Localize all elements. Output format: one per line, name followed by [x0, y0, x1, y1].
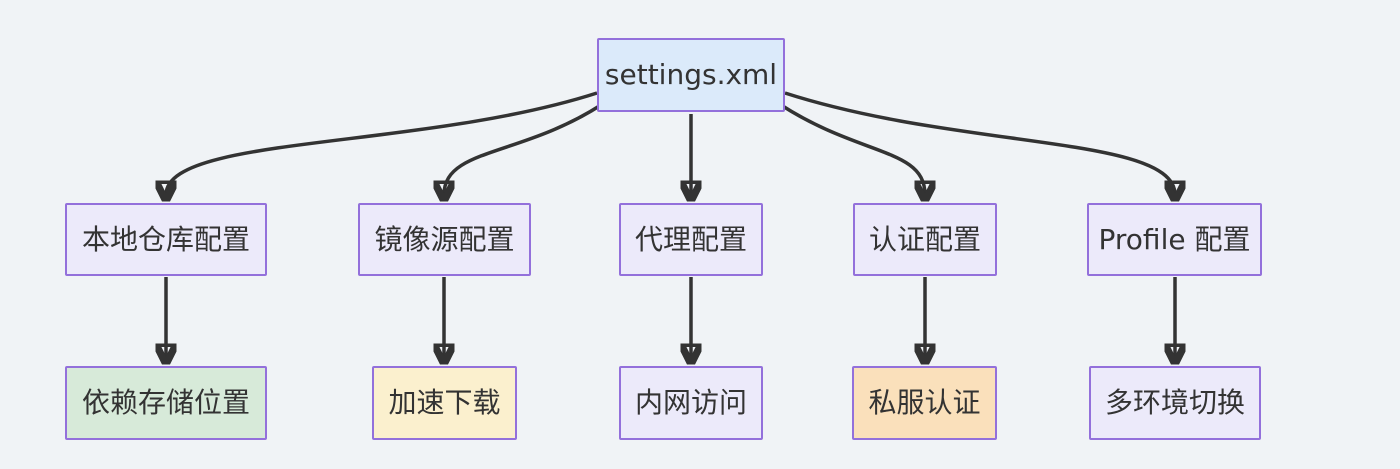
node-label: 加速下载 [388, 386, 501, 420]
node-label: 私服认证 [868, 386, 981, 420]
node-label: 镜像源配置 [374, 222, 515, 256]
edge-root-to-profile [784, 91, 1175, 195]
edge-root-to-mirror [444, 103, 602, 195]
node-purpose-multi-env-switch: 多环境切换 [1089, 366, 1261, 440]
node-label: 本地仓库配置 [81, 222, 250, 256]
node-label: 依赖存储位置 [81, 386, 250, 420]
node-label: 认证配置 [868, 222, 981, 256]
edge-root-to-auth [780, 103, 925, 195]
node-purpose-intranet-access: 内网访问 [619, 366, 763, 440]
node-label: Profile 配置 [1098, 222, 1251, 256]
node-config-profile: Profile 配置 [1087, 203, 1262, 276]
node-config-mirror: 镜像源配置 [358, 203, 531, 276]
edge-root-to-local-repo [166, 91, 598, 195]
node-purpose-speed-download: 加速下载 [372, 366, 517, 440]
node-purpose-dependency-storage: 依赖存储位置 [65, 366, 267, 440]
node-label: 代理配置 [634, 222, 747, 256]
node-config-local-repo: 本地仓库配置 [65, 203, 267, 276]
node-root-settings-xml: settings.xml [597, 38, 785, 112]
node-label: 多环境切换 [1104, 386, 1245, 420]
node-config-proxy: 代理配置 [619, 203, 763, 276]
node-label: settings.xml [604, 58, 778, 92]
node-label: 内网访问 [634, 386, 747, 420]
node-purpose-private-repo-auth: 私服认证 [852, 366, 997, 440]
node-config-auth: 认证配置 [853, 203, 997, 276]
